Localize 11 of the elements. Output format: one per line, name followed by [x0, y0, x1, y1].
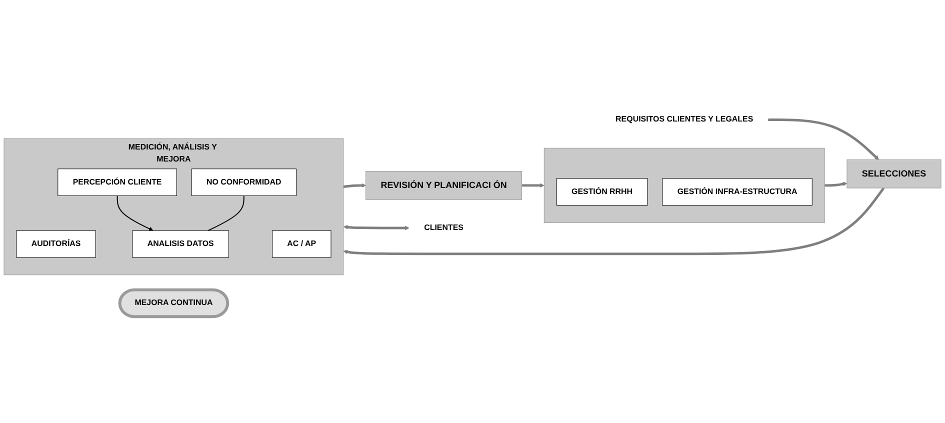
arrow	[824, 182, 848, 187]
arrow	[522, 183, 544, 188]
arrow	[768, 118, 879, 160]
arrow	[343, 224, 410, 230]
arrow	[343, 183, 366, 188]
arrow	[116, 195, 154, 231]
connector	[208, 195, 244, 232]
arrow	[343, 187, 885, 256]
cluster	[544, 148, 825, 223]
node-box: SELECCIONES	[846, 159, 942, 188]
node-box: REVISIÓN Y PLANIFICACI ÓN	[366, 171, 522, 200]
